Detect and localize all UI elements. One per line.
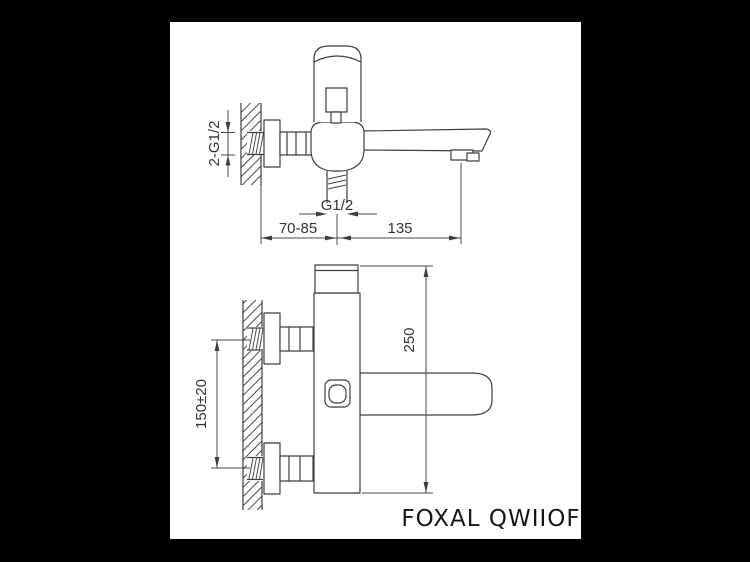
dim-spout-reach-label: 135: [387, 220, 412, 237]
body-button: [324, 379, 351, 408]
dim-shower-outlet: G1/2: [299, 197, 377, 245]
mixer-body: [310, 121, 365, 172]
connection-pipe: [279, 131, 314, 156]
dim-wall-inlets: 2-G1/2: [206, 110, 235, 177]
cap-ring: [313, 55, 362, 63]
dim-inlet-spacing: 150±20: [193, 339, 250, 469]
drawing-paper: [170, 22, 581, 539]
dim-wall-inlets-label: 2-G1/2: [206, 121, 223, 167]
upper-connection-pipe: [279, 326, 314, 352]
brand-logo-text: FOXAL QWIIOF: [401, 506, 580, 532]
handle-cylinder: [313, 45, 362, 124]
dim-overall-height: 250: [360, 265, 433, 494]
dim-inlet-spacing-label: 150±20: [193, 379, 210, 429]
top-cap: [314, 264, 359, 294]
dim-shower-outlet-label: G1/2: [321, 197, 354, 214]
handle-stem: [330, 111, 342, 124]
side-view: 2-G1/2 G1/2 70-85 135: [206, 45, 492, 245]
aerator-outlet: [466, 152, 480, 162]
lower-connection-pipe: [279, 455, 314, 482]
lower-wall-flange: [263, 442, 281, 495]
dim-bottom-row: 70-85 135: [260, 163, 462, 244]
shower-outlet-nipple: [326, 171, 348, 203]
wall-flange: [263, 119, 281, 168]
mixer-body-front: [313, 292, 361, 494]
spout: [361, 128, 492, 162]
dim-overall-height-label: 250: [401, 327, 418, 352]
upper-inlet-thread: [247, 327, 264, 351]
handle-button: [325, 87, 348, 113]
wall-inlet-thread: [247, 131, 264, 156]
front-view: 250 150±20: [193, 264, 493, 510]
upper-wall-flange: [263, 312, 281, 365]
lower-inlet-thread: [247, 456, 264, 481]
dim-wall-distance-label: 70-85: [279, 220, 317, 237]
